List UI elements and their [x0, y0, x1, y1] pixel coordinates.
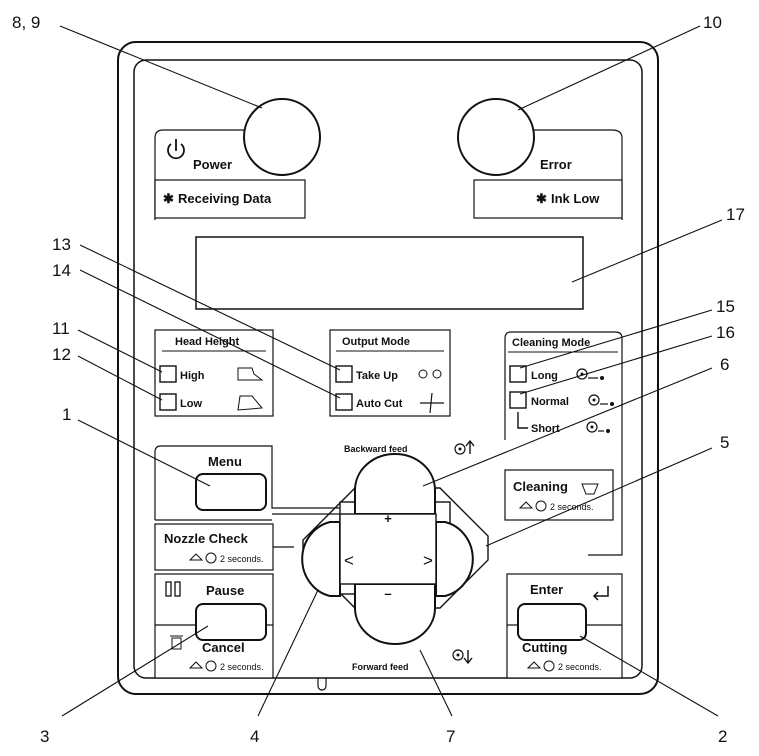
minus-label: –: [384, 586, 391, 601]
normal-indicator: [509, 391, 527, 409]
output-mode-title: Output Mode: [342, 336, 410, 348]
head-height-title: Head Height: [175, 336, 240, 348]
take-up-indicator: [335, 365, 353, 383]
callout-4: 4: [250, 727, 259, 746]
take-up-icon: [418, 369, 442, 379]
auto-cut-label: Auto Cut: [356, 398, 403, 410]
forward-feed-label: Forward feed: [352, 662, 409, 672]
callout-11: 11: [52, 319, 70, 338]
cleaning-normal-icon: [588, 394, 614, 406]
right-arrow-label: >: [423, 551, 433, 570]
head-low-icon: [237, 395, 263, 411]
cutting-label: Cutting: [522, 640, 568, 655]
power-button[interactable]: [243, 98, 321, 176]
cleaning-icon: [581, 483, 599, 495]
menu-label: Menu: [208, 454, 242, 469]
lcd-display: [195, 236, 584, 310]
forward-feed-icon: [452, 649, 473, 665]
nozzle-hold-icon: [188, 553, 204, 561]
cleaning-label: Cleaning: [513, 479, 568, 494]
cleaning-mode-title: Cleaning Mode: [512, 337, 590, 349]
plus-label: +: [384, 511, 392, 526]
panel-notch: [317, 678, 327, 691]
cleaning-button-frame: Cleaning 2 seconds.: [504, 469, 614, 521]
callout-12: 12: [52, 345, 71, 364]
callout-3: 3: [40, 727, 49, 746]
error-block: Error ✱ Ink Low: [473, 129, 623, 220]
nozzle-check-group: Nozzle Check 2 seconds.: [154, 523, 294, 571]
pause-icon: [165, 581, 181, 597]
cleaning-short-icon: [586, 421, 610, 433]
pause-label: Pause: [206, 583, 244, 598]
high-indicator: [159, 365, 177, 383]
auto-cut-icon: [420, 392, 444, 414]
callout-2: 2: [718, 727, 727, 746]
cleaning-hold-icon: [518, 501, 534, 509]
dpad-center: [339, 513, 437, 585]
cancel-hold-icon: [188, 661, 204, 669]
callout-10: 10: [703, 13, 722, 32]
callout-17: 17: [726, 205, 745, 224]
normal-label: Normal: [531, 396, 569, 408]
callout-14: 14: [52, 261, 71, 280]
callout-15: 15: [716, 297, 735, 316]
head-high-icon: [237, 367, 264, 381]
leader-lines: [59, 25, 723, 717]
head-height-group: Head Height High Low: [154, 329, 274, 417]
low-indicator: [159, 393, 177, 411]
short-label: Short: [531, 423, 560, 435]
error-button[interactable]: [457, 98, 535, 176]
enter-cutting-button[interactable]: [517, 603, 587, 641]
power-icon: [167, 139, 185, 160]
down-button[interactable]: [354, 583, 436, 645]
power-label: Power: [193, 157, 232, 172]
nozzle-clock-icon: [205, 552, 217, 564]
enter-return-icon: [592, 586, 609, 601]
cleaning-clock-icon: [535, 500, 547, 512]
cutting-hold-text: 2 seconds.: [558, 662, 602, 672]
left-button[interactable]: [301, 521, 341, 597]
callout-5: 5: [720, 433, 729, 452]
right-button[interactable]: [435, 521, 474, 597]
long-indicator: [509, 365, 527, 383]
enter-label: Enter: [530, 582, 563, 597]
cancel-hold-text: 2 seconds.: [220, 662, 264, 672]
ink-low-asterisk-icon: ✱: [536, 191, 547, 206]
take-up-label: Take Up: [356, 370, 398, 382]
output-mode-group: Output Mode Take Up Auto Cut: [329, 329, 451, 417]
ink-low-label: Ink Low: [551, 191, 600, 206]
trash-icon: [170, 635, 183, 650]
callout-1: 1: [62, 405, 71, 424]
short-bracket: [517, 412, 528, 429]
pause-cancel-button[interactable]: [195, 603, 267, 641]
callout-7: 7: [446, 727, 455, 746]
backward-feed-icon: [454, 439, 475, 455]
nozzle-check-label: Nozzle Check: [164, 531, 249, 546]
power-block: Power ✱ Receiving Data: [154, 129, 306, 220]
cleaning-hold-text: 2 seconds.: [550, 502, 594, 512]
low-label: Low: [180, 398, 202, 410]
receiving-asterisk-icon: ✱: [163, 191, 174, 206]
callout-16: 16: [716, 323, 735, 342]
cancel-label: Cancel: [202, 640, 245, 655]
menu-button[interactable]: [195, 473, 267, 511]
up-button[interactable]: [354, 453, 436, 515]
error-label: Error: [540, 157, 572, 172]
high-label: High: [180, 370, 205, 382]
callout-8-9: 8, 9: [12, 13, 40, 32]
callout-6: 6: [720, 355, 729, 374]
backward-feed-label: Backward feed: [344, 444, 408, 454]
cutting-hold-icon: [526, 661, 542, 669]
nozzle-hold-text: 2 seconds.: [220, 554, 264, 564]
long-label: Long: [531, 370, 558, 382]
receiving-data-label: Receiving Data: [178, 191, 272, 206]
cutting-clock-icon: [543, 660, 555, 672]
cancel-clock-icon: [205, 660, 217, 672]
left-arrow-label: <: [344, 551, 354, 570]
cleaning-mode-group: Cleaning Mode Long Normal Short: [504, 331, 623, 556]
auto-cut-indicator: [335, 393, 353, 411]
callout-13: 13: [52, 235, 71, 254]
